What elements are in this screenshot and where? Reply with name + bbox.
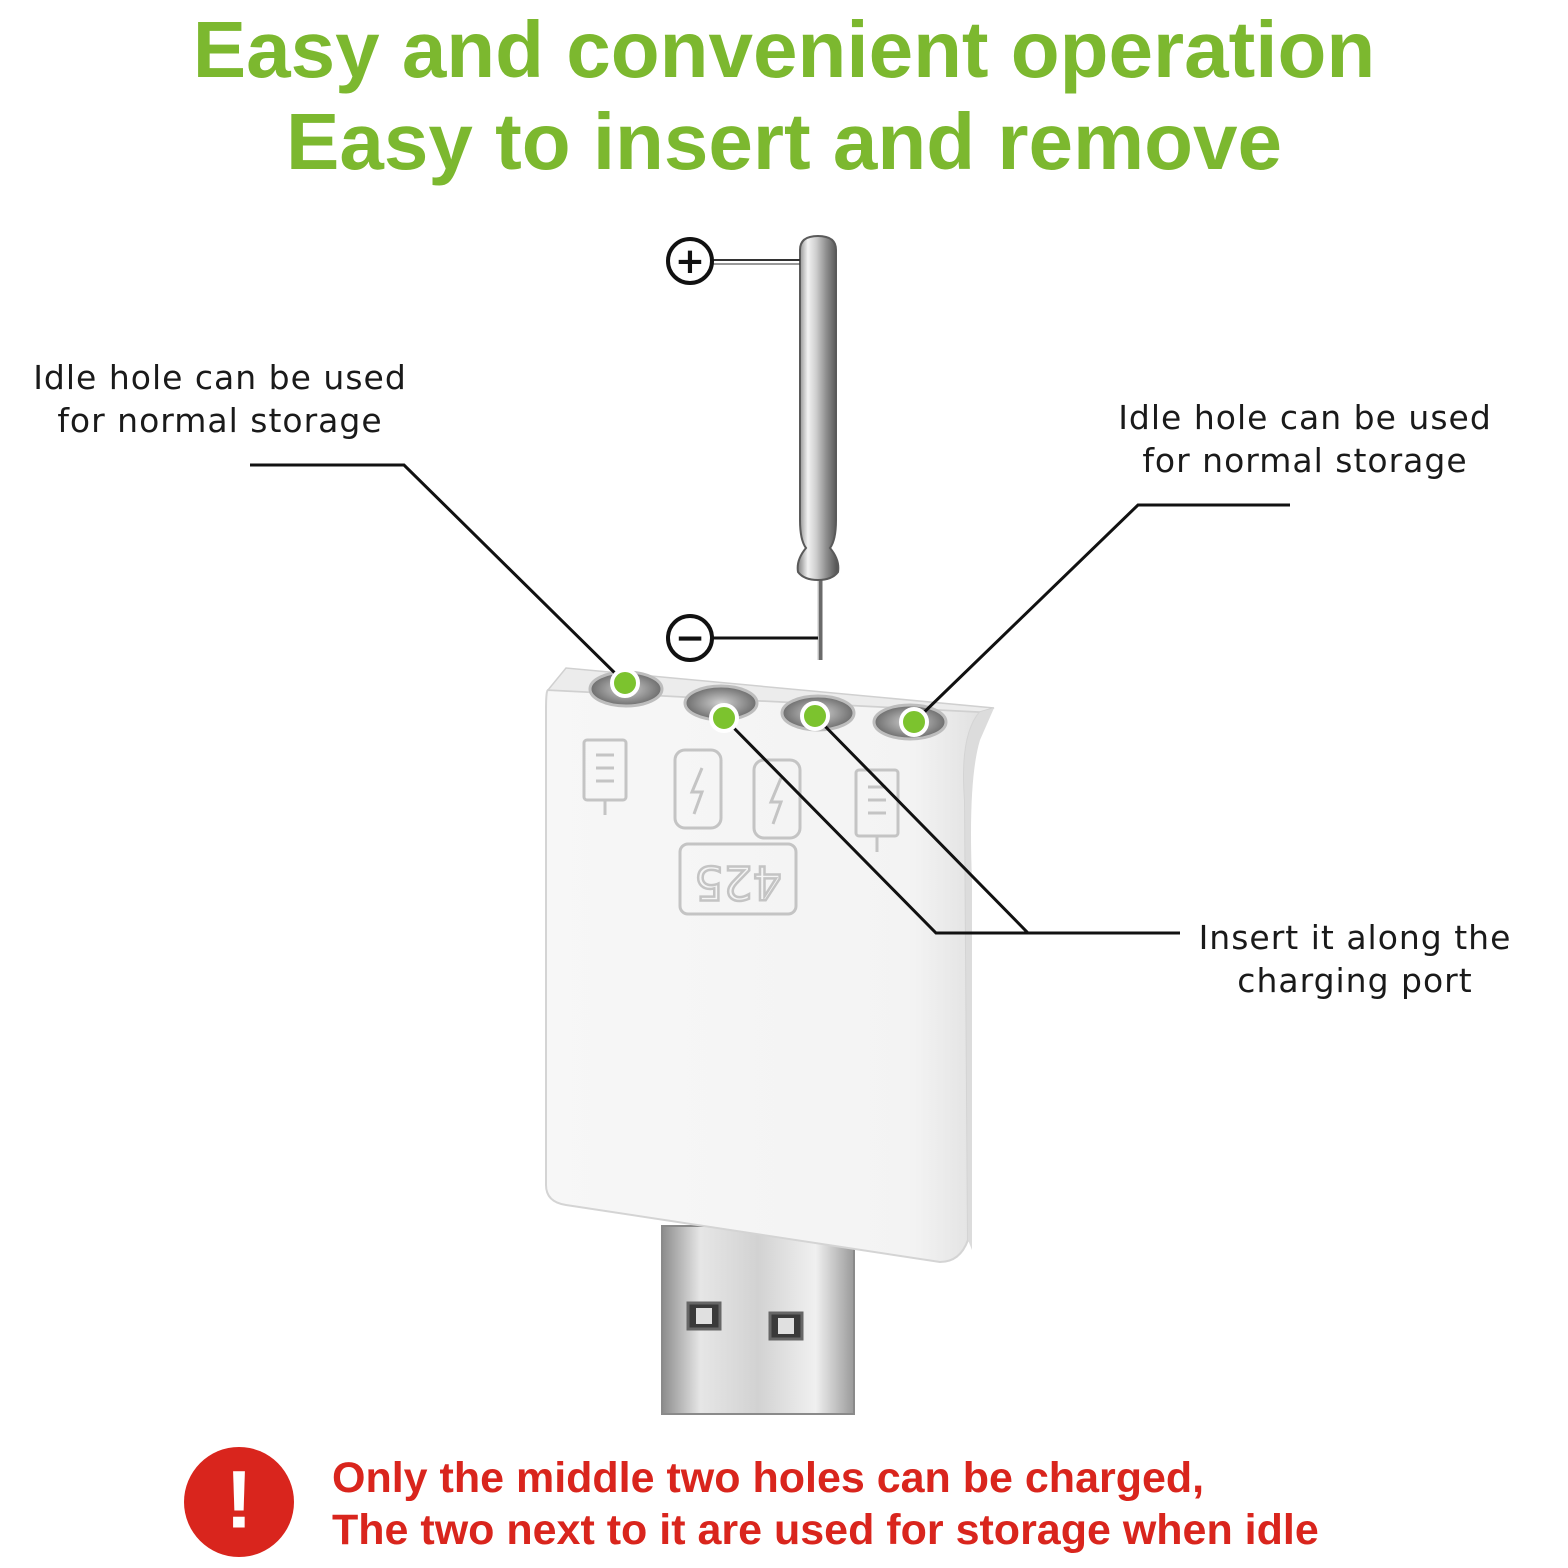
leader-line-idle-right <box>912 503 1290 724</box>
leader-line-idle-left <box>250 463 628 686</box>
callout-insert-line-1: Insert it along the <box>1198 918 1512 957</box>
warning-icon-glyph: ! <box>225 1455 252 1546</box>
warning-icon: ! <box>184 1447 294 1557</box>
positive-sign: + <box>675 241 705 282</box>
model-plate <box>678 842 798 916</box>
lightning-icon <box>752 758 802 840</box>
charger-holes <box>588 670 948 741</box>
battery-pin <box>796 234 840 660</box>
model-label: 425 <box>694 856 782 910</box>
negative-sign: − <box>675 618 705 659</box>
usb-plug <box>661 1225 855 1415</box>
marker-dot <box>899 707 929 737</box>
lightning-icon <box>673 748 723 830</box>
callout-idle-left-line-2: for normal storage <box>57 401 383 440</box>
marker-dot <box>709 703 739 733</box>
hole-markers <box>610 668 929 737</box>
marker-dot <box>610 668 640 698</box>
battery-icon <box>582 738 628 815</box>
warning-line-2: The two next to it are used for storage … <box>332 1506 1319 1554</box>
positive-icon <box>666 237 714 285</box>
callout-insert: Insert it along the charging port <box>1195 916 1515 1002</box>
headline-line-1: Easy and convenient operation <box>192 5 1376 94</box>
callout-idle-right-line-1: Idle hole can be used <box>1118 398 1492 437</box>
negative-icon <box>666 614 714 662</box>
charger-body <box>545 667 995 1264</box>
leader-line-insert-left <box>722 716 1180 935</box>
headline-line-2: Easy to insert and remove <box>286 97 1282 186</box>
callout-idle-right-line-2: for normal storage <box>1142 441 1468 480</box>
warning-line-1: Only the middle two holes can be charged… <box>332 1454 1205 1502</box>
callout-insert-line-2: charging port <box>1237 961 1473 1000</box>
leader-lines <box>250 463 1290 935</box>
polarity-markers: + − <box>666 237 818 662</box>
marker-dot <box>800 701 830 731</box>
callout-idle-left-line-1: Idle hole can be used <box>33 358 407 397</box>
leader-line-insert-right <box>813 714 1090 935</box>
callout-idle-right: Idle hole can be used for normal storage <box>1110 396 1500 482</box>
slot-icons <box>582 738 900 916</box>
warning-message: Only the middle two holes can be charged… <box>332 1452 1319 1556</box>
callout-idle-left: Idle hole can be used for normal storage <box>30 356 410 442</box>
